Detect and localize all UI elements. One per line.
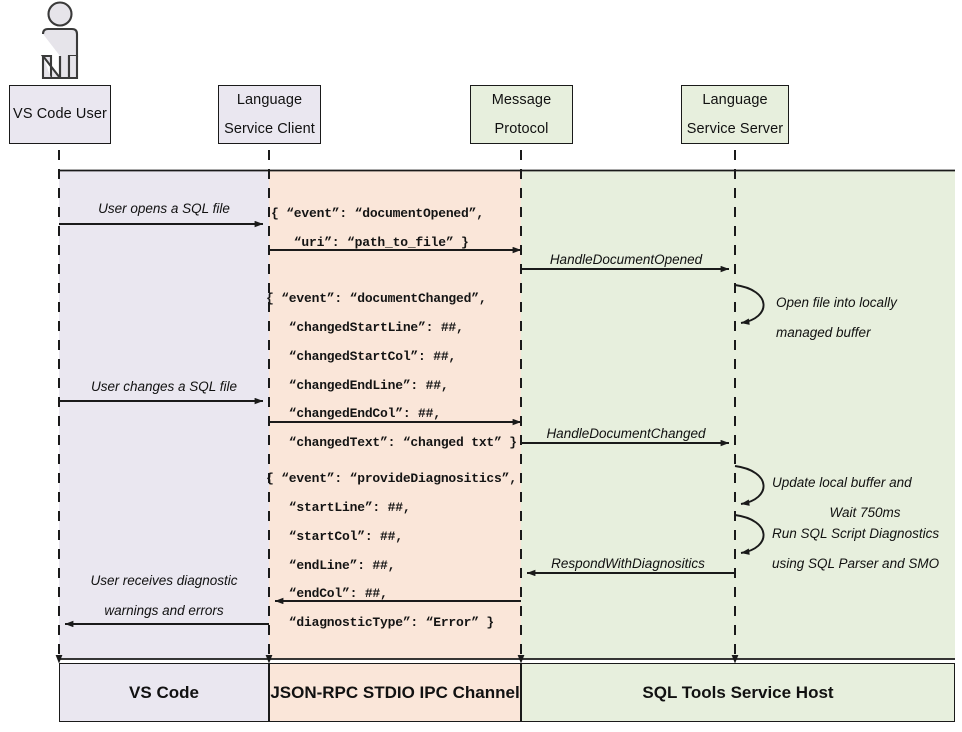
selfloop-open-file <box>734 284 765 325</box>
footer-label: SQL Tools Service Host <box>642 682 834 702</box>
lifeline-head-message-protocol[interactable]: Message Protocol <box>470 85 573 144</box>
lifeline-head-language-service-server[interactable]: Language Service Server <box>681 85 789 144</box>
lifeline-head-label-line2: Protocol <box>494 120 549 137</box>
note-update-buffer-wait: Update local buffer and Wait 750ms <box>772 468 958 529</box>
payload-document-opened: { “event”: “documentOpened”, “uri”: “pat… <box>271 206 484 250</box>
message-label-respond-with-diagnostics: RespondWithDiagnositics <box>551 556 705 571</box>
lifeline-head-label-line1: Language <box>236 92 303 109</box>
footer-label: VS Code <box>129 682 199 702</box>
stick-figure-actor <box>40 1 79 80</box>
selfloop-update-buffer <box>734 465 765 506</box>
note-line2: Wait 750ms <box>829 505 901 521</box>
lifeline-head-language-service-client[interactable]: Language Service Client <box>218 85 321 144</box>
message-label-user-opens-file: User opens a SQL file <box>98 201 230 216</box>
message-label-line2: warnings and errors <box>104 603 224 619</box>
note-line1: Run SQL Script Diagnostics <box>772 526 940 541</box>
footer-label: JSON-RPC STDIO IPC Channel <box>270 682 520 702</box>
message-label-line1: User receives diagnostic <box>90 573 238 588</box>
footer-segment-sql-tools-service-host[interactable]: SQL Tools Service Host <box>521 663 955 722</box>
payload-provide-diagnostics: { “event”: “provideDiagnositics”, “start… <box>266 471 517 631</box>
note-line1: Open file into locally <box>776 295 897 310</box>
note-open-file-into-buffer: Open file into locally managed buffer <box>776 288 956 349</box>
lifeline-head-label-line2: Service Client <box>224 120 315 137</box>
message-label-user-receives-diagnostics: User receives diagnostic warnings and er… <box>59 566 269 627</box>
actor-head-icon <box>47 1 73 27</box>
note-run-sql-diagnostics: Run SQL Script Diagnostics using SQL Par… <box>772 519 962 580</box>
message-label-user-changes-file: User changes a SQL file <box>90 379 238 394</box>
actor-body-icon <box>40 27 79 80</box>
note-line1: Update local buffer and <box>772 475 912 490</box>
message-label-handle-document-opened: HandleDocumentOpened <box>549 252 703 267</box>
lifeline-head-vscode-user[interactable]: VS Code User <box>9 85 111 144</box>
message-label-handle-document-changed: HandleDocumentChanged <box>546 426 706 441</box>
payload-document-changed: { “event”: “documentChanged”, “changedSt… <box>266 291 517 451</box>
lifeline-head-label-line2: Service Server <box>686 120 784 137</box>
selfloop-run-diagnostics <box>734 514 765 555</box>
note-line2: managed buffer <box>776 325 871 341</box>
lifeline-head-label-line1: Message <box>491 92 552 109</box>
note-line2: using SQL Parser and SMO <box>772 556 940 572</box>
footer-segment-ipc-channel[interactable]: JSON-RPC STDIO IPC Channel <box>269 663 521 722</box>
footer-segment-vscode[interactable]: VS Code <box>59 663 269 722</box>
lifeline-head-label-line1: Language <box>702 92 768 109</box>
band-service-host <box>521 171 955 659</box>
actor-legs-icon <box>41 56 79 80</box>
lifeline-head-label-line1: VS Code User <box>13 106 107 123</box>
